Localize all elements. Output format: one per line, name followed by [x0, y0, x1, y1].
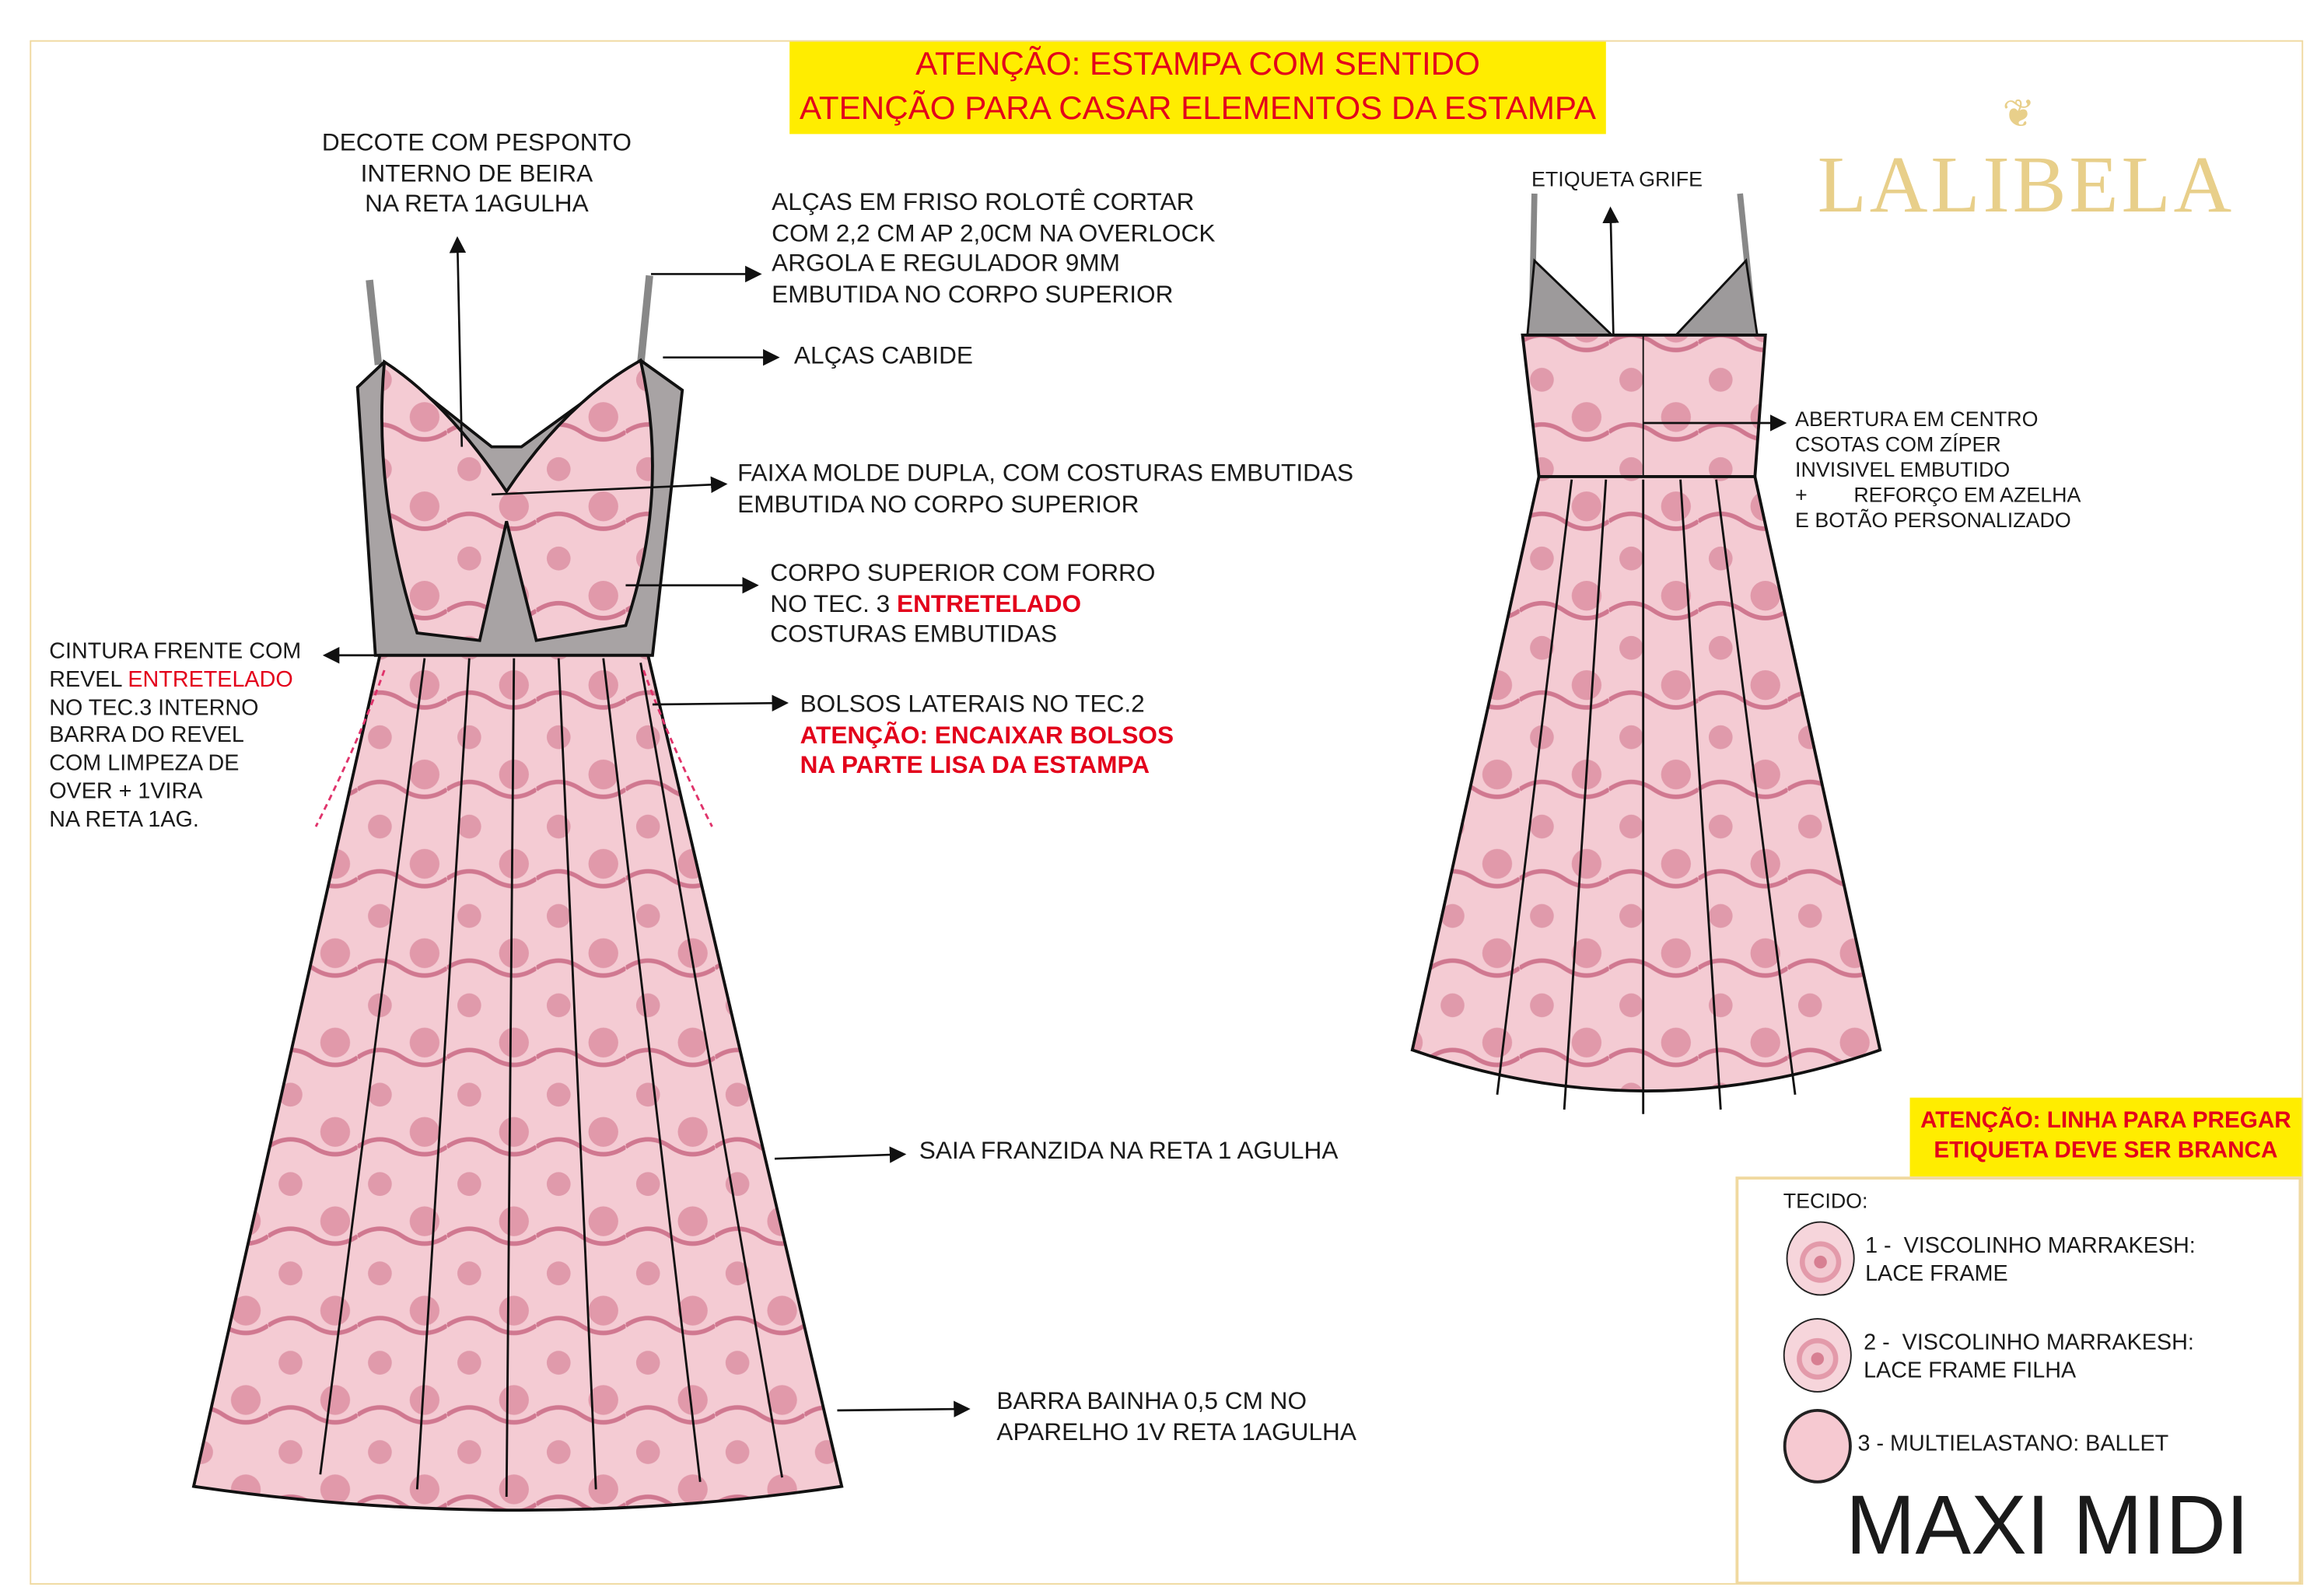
note-line: CORPO SUPERIOR COM FORRO [770, 560, 1156, 587]
warning-line-1: ATENÇÃO: ESTAMPA COM SENTIDO [915, 44, 1480, 82]
note-etiqueta: ETIQUETA GRIFE [1531, 166, 1703, 191]
note-decote: DECOTE COM PESPONTO INTERNO DE BEIRA NA … [310, 128, 643, 220]
note-warning: NA PARTE LISA DA ESTAMPA [800, 752, 1150, 779]
note-line: EMBUTIDA NO CORPO SUPERIOR [737, 491, 1139, 518]
note-line: ALÇAS EM FRISO ROLOTÊ CORTAR [772, 189, 1195, 216]
warning-line-1: ATENÇÃO: LINHA PARA PREGAR [1920, 1108, 2291, 1134]
fabric-item-3: 3 - MULTIELASTANO: BALLET [1857, 1431, 2169, 1457]
note-line: COM LIMPEZA DE [49, 750, 240, 777]
note-line: APARELHO 1V RETA 1AGULHA [996, 1418, 1356, 1445]
note-faixa: FAIXA MOLDE DUPLA, COM COSTURAS EMBUTIDA… [737, 459, 1353, 520]
fabric-item-2: 2 - VISCOLINHO MARRAKESH: LACE FRAME FIL… [1864, 1330, 2194, 1386]
fabric-line: LACE FRAME FILHA [1864, 1358, 2077, 1384]
note-line: CINTURA FRENTE COM [49, 638, 302, 665]
note-line: COSTURAS EMBUTIDAS [770, 620, 1058, 648]
note-line: NO TEC. 3 ENTRETELADO [770, 589, 1155, 620]
note-line: COM 2,2 CM AP 2,0CM NA OVERLOCK [772, 219, 1216, 246]
note-line: BOLSOS LATERAIS NO TEC.2 [800, 690, 1145, 718]
warning-line-2: ETIQUETA DEVE SER BRANCA [1934, 1138, 2278, 1163]
back-dress [1410, 193, 1882, 1114]
page-border [30, 40, 2304, 1585]
label-thread-warning: ATENÇÃO: LINHA PARA PREGAR ETIQUETA DEVE… [1909, 1097, 2302, 1177]
brand-logo: ❦ LALIBELA [1817, 86, 2235, 229]
note-line: NA RETA 1AG. [49, 806, 199, 833]
note-line: NA RETA 1AGULHA [365, 191, 589, 218]
note-line: FAIXA MOLDE DUPLA, COM COSTURAS EMBUTIDA… [737, 460, 1354, 488]
note-alcas-cabide: ALÇAS CABIDE [793, 342, 973, 370]
fabric-legend-title: TECIDO: [1783, 1188, 1868, 1213]
note-line: EMBUTIDA NO CORPO SUPERIOR [772, 281, 1174, 308]
note-line: CSOTAS COM ZÍPER [1795, 432, 2001, 456]
fabric-line: 1 - VISCOLINHO MARRAKESH: [1865, 1232, 2196, 1259]
note-line: BARRA DO REVEL [49, 722, 244, 749]
note-line: OVER + 1VIRA [49, 778, 203, 805]
fabric-line: LACE FRAME [1865, 1260, 2008, 1287]
fabric-item-1: 1 - VISCOLINHO MARRAKESH: LACE FRAME [1865, 1233, 2196, 1289]
note-line: DECOTE COM PESPONTO [321, 129, 632, 157]
front-dress [191, 274, 844, 1512]
note-saia: SAIA FRANZIDA NA RETA 1 AGULHA [919, 1138, 1339, 1165]
fabric-swatch-1 [1786, 1221, 1855, 1296]
note-line: E BOTÃO PERSONALIZADO [1795, 508, 2071, 532]
note-corpo: CORPO SUPERIOR COM FORRO NO TEC. 3 ENTRE… [770, 558, 1155, 650]
model-name: MAXI MIDI [1846, 1477, 2249, 1571]
warning-line-2: ATENÇÃO PARA CASAR ELEMENTOS DA ESTAMPA [799, 89, 1597, 127]
note-barra: BARRA BAINHA 0,5 CM NO APARELHO 1V RETA … [996, 1386, 1356, 1448]
note-text: NO TEC. 3 [770, 590, 898, 617]
note-line: REVEL ENTRETELADO [49, 667, 301, 695]
note-line: + REFORÇO EM AZELHA [1795, 482, 2081, 507]
note-line: INVISIVEL EMBUTIDO [1795, 457, 2011, 481]
note-text: REVEL [49, 666, 128, 693]
note-line: NO TEC.3 INTERNO [49, 694, 259, 721]
print-direction-warning: ATENÇÃO: ESTAMPA COM SENTIDO ATENÇÃO PAR… [789, 41, 1606, 135]
note-line: INTERNO DE BEIRA [360, 159, 593, 187]
fabric-swatch-3 [1783, 1408, 1852, 1484]
fabric-legend: TECIDO: 1 - VISCOLINHO MARRAKESH: LACE F… [1735, 1176, 2302, 1585]
note-highlight: ENTRETELADO [897, 590, 1082, 617]
fabric-line: 2 - VISCOLINHO MARRAKESH: [1864, 1330, 2194, 1356]
note-abertura: ABERTURA EM CENTRO CSOTAS COM ZÍPER INVI… [1795, 407, 2081, 533]
callout-arrows [322, 206, 1787, 1417]
note-highlight: ENTRETELADO [128, 666, 293, 693]
fabric-swatch-2 [1783, 1318, 1852, 1393]
note-cintura: CINTURA FRENTE COM REVEL ENTRETELADO NO … [49, 639, 301, 835]
note-warning: ATENÇÃO: ENCAIXAR BOLSOS [800, 722, 1174, 749]
bee-icon: ❦ [2002, 90, 2035, 136]
brand-name: LALIBELA [1817, 140, 2235, 229]
note-line: ARGOLA E REGULADOR 9MM [772, 250, 1121, 278]
note-line: BARRA BAINHA 0,5 CM NO [996, 1388, 1307, 1415]
note-alcas: ALÇAS EM FRISO ROLOTÊ CORTAR COM 2,2 CM … [772, 187, 1215, 309]
note-bolsos: BOLSOS LATERAIS NO TEC.2 ATENÇÃO: ENCAIX… [800, 690, 1174, 781]
note-line: ABERTURA EM CENTRO [1795, 406, 2039, 431]
